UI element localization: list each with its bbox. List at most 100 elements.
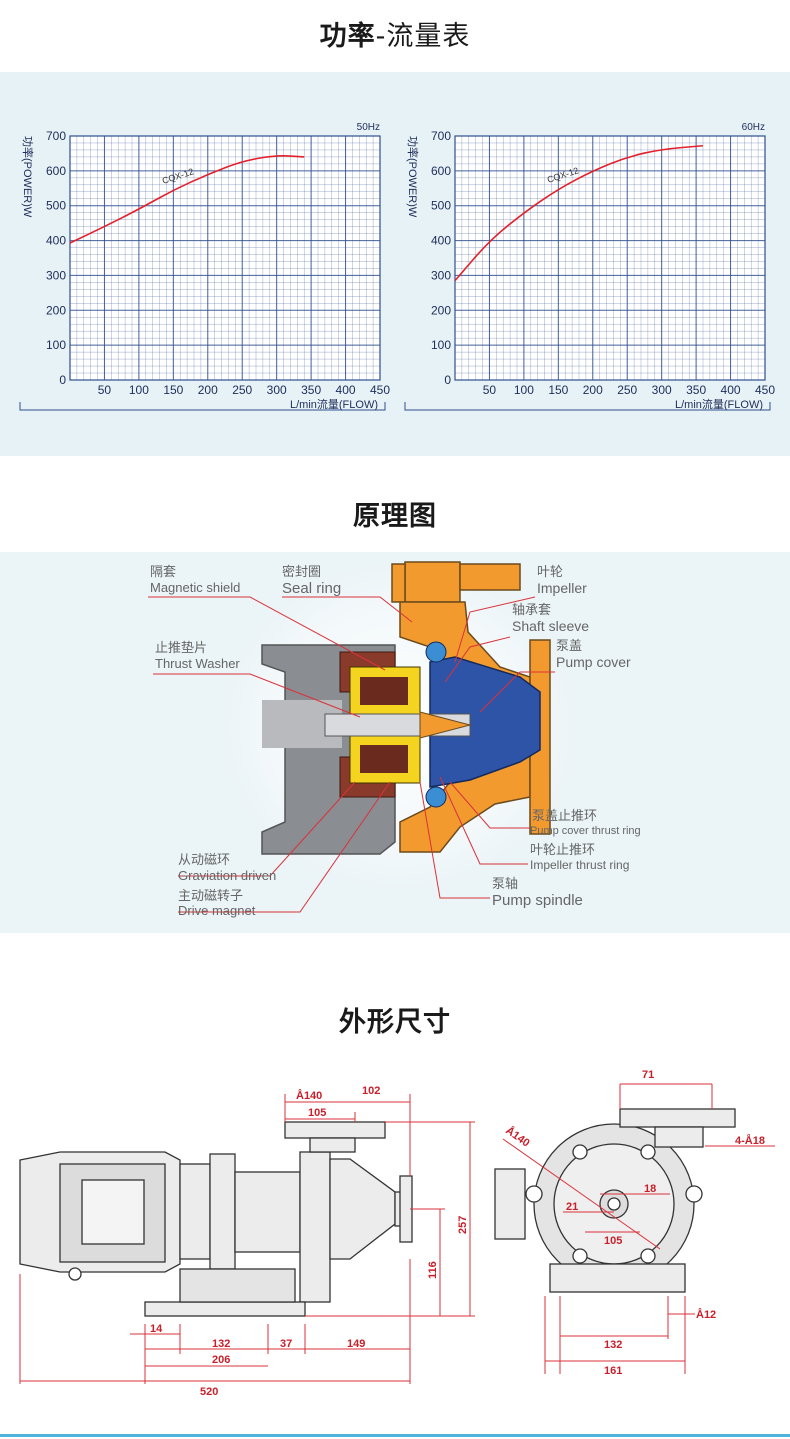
y-axis-label: 功率(POWER)W <box>21 136 35 218</box>
dim-front-12: Å12 <box>696 1308 716 1321</box>
dim-side-37: 37 <box>280 1338 292 1350</box>
label-thrust-washer-en: Thrust Washer <box>155 656 240 671</box>
x-axis-bracket <box>404 402 771 411</box>
x-tick-label: 150 <box>548 383 568 397</box>
x-axis-label: L/min流量(FLOW) <box>290 397 378 411</box>
x-tick-label: 450 <box>370 383 390 397</box>
x-tick-label: 300 <box>652 383 672 397</box>
y-tick-label: 600 <box>431 164 451 178</box>
label-pump-spindle-en: Pump spindle <box>492 892 583 909</box>
dim-side-116: 116 <box>427 1261 439 1279</box>
label-magnetic-shield-cn: 隔套 <box>150 564 176 580</box>
y-tick-label: 200 <box>46 303 66 317</box>
dim-side-520: 520 <box>200 1386 218 1398</box>
label-pump-cover-cn: 泵盖 <box>556 639 582 654</box>
y-axis-label: 功率(POWER)W <box>406 136 420 218</box>
label-graviation-en: Graviation driven <box>178 868 276 883</box>
x-tick-label: 200 <box>583 383 603 397</box>
y-tick-label: 200 <box>431 303 451 317</box>
shaft <box>324 711 472 739</box>
label-drive-magnet-en: Drive magnet <box>178 903 256 918</box>
x-tick-label: 350 <box>686 383 706 397</box>
dim-front-21: 21 <box>566 1201 578 1213</box>
y-tick-label: 400 <box>431 234 451 248</box>
diagram-labels: 隔套 Magnetic shield 密封圈 Seal ring 叶轮 Impe… <box>150 564 641 918</box>
label-pump-cover-thrust-en: Pump cover thrust ring <box>530 825 641 837</box>
label-graviation-cn: 从动磁环 <box>178 853 230 868</box>
dim-side-140: Å140 <box>296 1089 322 1102</box>
bottom-divider <box>0 1434 790 1437</box>
dim-side-149: 149 <box>347 1338 365 1350</box>
y-tick-label: 600 <box>46 164 66 178</box>
chart-title: 60Hz <box>742 122 765 133</box>
dimension-lines <box>19 1083 775 1384</box>
x-tick-label: 250 <box>232 383 252 397</box>
x-tick-label: 300 <box>267 383 287 397</box>
label-drive-magnet-cn: 主动磁转子 <box>178 889 243 904</box>
label-impeller-thrust-cn: 叶轮止推环 <box>530 843 595 858</box>
dimension-section-title: 外形尺寸 <box>339 1007 451 1038</box>
label-shaft-sleeve-cn: 轴承套 <box>512 602 551 618</box>
power-section-title: 功率-流量表 <box>0 14 790 53</box>
plot-frame <box>454 135 766 381</box>
label-seal-ring-cn: 密封圈 <box>282 564 321 580</box>
y-tick-label: 100 <box>431 338 451 352</box>
x-tick-label: 50 <box>483 383 497 397</box>
x-tick-label: 200 <box>198 383 218 397</box>
label-pump-cover-en: Pump cover <box>556 654 631 670</box>
dim-front-105: 105 <box>604 1235 622 1247</box>
y-tick-label: 300 <box>46 268 66 282</box>
dimension-drawing: Å140 102 105 257 116 14 132 37 149 206 5… <box>19 1069 775 1398</box>
dim-front-18: 18 <box>644 1183 656 1195</box>
dim-front-4a18: 4-Å18 <box>735 1134 765 1147</box>
dim-front-161: 161 <box>604 1365 622 1377</box>
x-axis-bracket <box>19 402 386 411</box>
dim-side-132: 132 <box>212 1338 230 1350</box>
x-tick-label: 350 <box>301 383 321 397</box>
x-tick-label: 50 <box>98 383 112 397</box>
y-tick-label: 300 <box>431 268 451 282</box>
dim-side-105: 105 <box>308 1107 326 1119</box>
chart-title: 50Hz <box>357 122 380 133</box>
y-tick-label: 700 <box>431 129 451 143</box>
y-tick-label: 0 <box>59 373 66 387</box>
power-title-rest: -流量表 <box>375 21 471 52</box>
dimension-texts: Å140 102 105 257 116 14 132 37 149 206 5… <box>150 1069 765 1398</box>
plot-frame <box>69 135 381 381</box>
side-view-pump <box>19 1121 413 1317</box>
dim-side-14: 14 <box>150 1323 163 1335</box>
dim-side-206: 206 <box>212 1354 230 1366</box>
series-line <box>454 144 704 282</box>
dim-front-132: 132 <box>604 1339 622 1351</box>
dim-side-102: 102 <box>362 1085 380 1097</box>
label-shaft-sleeve-en: Shaft sleeve <box>512 618 589 634</box>
x-tick-label: 100 <box>129 383 149 397</box>
x-tick-label: 150 <box>163 383 183 397</box>
plot-area <box>455 136 765 380</box>
power-title-bold: 功率 <box>319 21 376 52</box>
principle-section-title: 原理图 <box>353 501 437 532</box>
y-tick-label: 400 <box>46 234 66 248</box>
x-tick-label: 400 <box>721 383 741 397</box>
leader-lines <box>148 596 555 913</box>
label-impeller-cn: 叶轮 <box>537 565 563 580</box>
series-line <box>69 155 305 244</box>
y-tick-label: 500 <box>46 199 66 213</box>
dim-side-257: 257 <box>457 1216 469 1234</box>
x-tick-label: 100 <box>514 383 534 397</box>
y-tick-label: 500 <box>431 199 451 213</box>
dim-front-71: 71 <box>642 1069 654 1081</box>
front-view-pump <box>494 1108 736 1293</box>
dim-front-140: Å140 <box>503 1124 532 1150</box>
impeller <box>425 641 541 808</box>
label-pump-cover-thrust-cn: 泵盖止推环 <box>532 809 597 824</box>
label-impeller-thrust-en: Impeller thrust ring <box>530 858 629 872</box>
x-axis-label: L/min流量(FLOW) <box>675 397 763 411</box>
label-seal-ring-en: Seal ring <box>282 580 341 597</box>
label-thrust-washer-cn: 止推垫片 <box>155 640 207 656</box>
plot-area <box>70 136 380 380</box>
x-tick-label: 250 <box>617 383 637 397</box>
x-tick-label: 450 <box>755 383 775 397</box>
